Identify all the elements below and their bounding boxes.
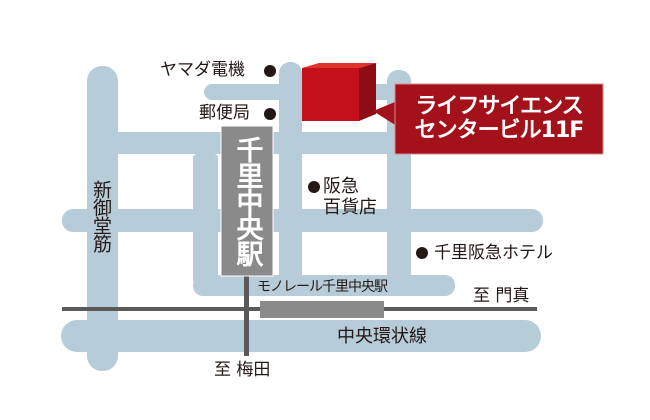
post-office-marker-icon <box>264 108 276 120</box>
callout-pointer <box>373 100 400 128</box>
callout-box <box>394 83 604 155</box>
label-monorail-station: モノレール千里中央駅 <box>257 279 388 295</box>
label-to-umeda: 至 梅田 <box>214 360 271 380</box>
label-to-kadoma: 至 門真 <box>473 286 530 306</box>
road <box>193 275 455 296</box>
senri-chuo-station-block <box>220 125 274 277</box>
label-hankyu: 阪急 <box>323 176 359 197</box>
hankyu-marker-icon <box>308 181 320 193</box>
road <box>62 209 543 232</box>
label-post-office: 郵便局 <box>199 103 250 123</box>
yamada-marker-icon <box>264 65 276 77</box>
road-chuo-kanjo <box>61 320 541 352</box>
monorail-station-block <box>260 301 384 318</box>
building-3d-icon <box>302 63 376 121</box>
label-chuo-kanjo: 中央環状線 <box>337 326 427 347</box>
label-department-store: 百貨店 <box>323 197 377 218</box>
building-name-line2: センタービル11F <box>414 118 585 143</box>
label-shin-midosuji: 新御堂筋 <box>90 180 112 252</box>
building-name-line1: ライフサイエンス <box>415 93 583 119</box>
road <box>193 154 218 284</box>
label-yamada-denki: ヤマダ電機 <box>160 60 245 80</box>
road <box>279 62 302 296</box>
destination-callout: ライフサイエンス センタービル11F <box>395 84 603 154</box>
label-senri-chuo-station: 千里中央駅 <box>231 136 263 266</box>
rail-line-vertical <box>244 276 249 356</box>
label-hotel: 千里阪急ホテル <box>434 243 553 263</box>
hotel-marker-icon <box>416 247 428 259</box>
